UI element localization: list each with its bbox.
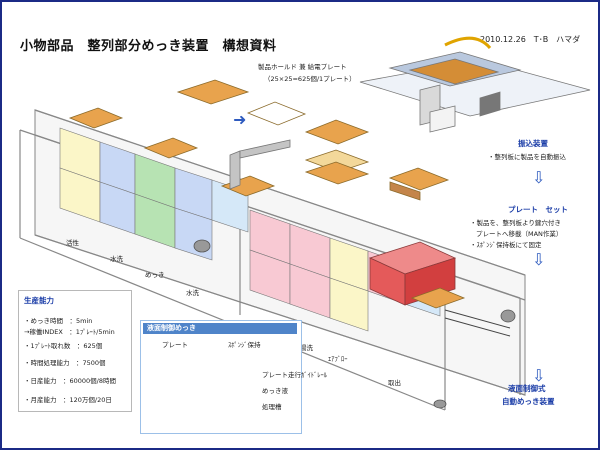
plate-title: プレート セット — [508, 205, 568, 214]
arrow-down-3: ⇩ — [532, 366, 546, 385]
holder-sub: （25×25=625個/1プレート） — [264, 75, 356, 83]
plate-desc-1: ・製品を、整列板より鍵穴付き — [470, 219, 561, 227]
control-tank-label: 処理槽 — [262, 403, 282, 411]
arrow-down-1: ⇩ — [532, 168, 546, 187]
shaker-desc: ・整列板に製品を自動振込 — [488, 153, 566, 161]
control-guide-label: プレート走行ｶﾞｲﾄﾞﾚｰﾙ — [262, 371, 327, 379]
production-row: ・時間処理能力 ：7500個 — [24, 359, 106, 367]
conveyor-plates — [68, 107, 466, 309]
production-row: ・日産能力 ：60000個/8時間 — [24, 377, 117, 385]
guide-rails — [444, 309, 511, 337]
station-unload: 取出 — [388, 379, 401, 387]
transfer-robot — [229, 139, 291, 190]
control-sponge-label: ｽﾎﾟﾝｼﾞ保持 — [228, 341, 261, 349]
arrow-right-1: ➜ — [233, 110, 247, 129]
control-panel — [140, 320, 302, 434]
station-airblow: ｴｱﾌﾞﾛｰ — [328, 355, 348, 363]
shaker-title: 振込装置 — [518, 139, 548, 148]
production-row: →稼働INDEX ：1ﾌﾟﾚｰﾄ/5min — [24, 328, 115, 336]
arrow-down-2: ⇩ — [532, 250, 546, 269]
production-row: ・1ﾌﾟﾚｰﾄ取れ数 ：625個 — [24, 342, 103, 350]
shaker-machine — [359, 36, 591, 133]
system-title-1: 液面制御式 — [508, 384, 546, 393]
control-title: 液面制御めっき — [143, 323, 297, 334]
production-panel — [18, 290, 132, 412]
motors — [193, 239, 516, 409]
station-rinse-1: 水洗 — [110, 255, 123, 263]
control-plate-label: プレート — [162, 341, 188, 349]
production-row: ・めっき時間 ：5min — [24, 317, 93, 325]
plate-desc-2: プレートへ移載（MAN作業） — [476, 230, 563, 238]
system-title-2: 自動めっき装置 — [502, 397, 555, 406]
production-row: ・月産能力 ：120万個/20日 — [24, 396, 112, 404]
control-solution-label: めっき液 — [262, 387, 288, 395]
holder-plate-stack — [176, 79, 450, 201]
page-title: 小物部品 整列部分めっき装置 構想資料 — [20, 39, 277, 54]
station-rinse-4: 湯洗 — [300, 344, 313, 352]
station-activation: 活性 — [66, 239, 79, 247]
red-unit — [368, 241, 457, 306]
date-author: 2010.12.26 T･B ハマダ — [480, 35, 581, 44]
plate-desc-3: ・ｽﾎﾟﾝｼﾞ保持板にて固定 — [470, 241, 542, 249]
station-plating: めっき — [145, 271, 165, 279]
station-rinse-2: 水洗 — [186, 289, 199, 297]
production-title: 生産能力 — [24, 296, 54, 305]
holder-label: 製品ホールド 兼 給電プレート — [258, 63, 347, 71]
